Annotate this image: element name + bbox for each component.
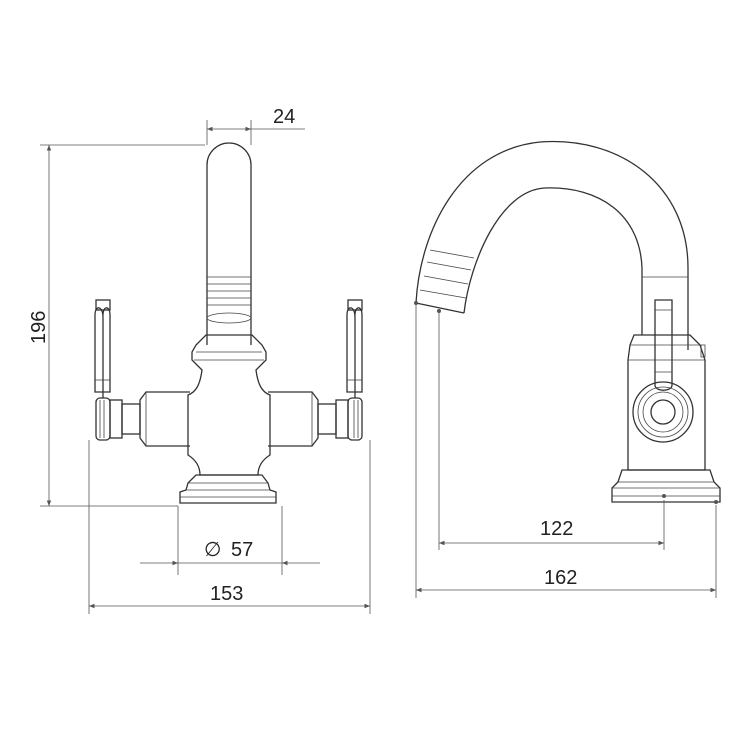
dim-base-diameter: ∅ 57 bbox=[140, 506, 320, 575]
side-base bbox=[611, 469, 721, 504]
tap-base bbox=[179, 474, 277, 504]
valve-face bbox=[632, 381, 694, 443]
gooseneck-spout bbox=[414, 140, 689, 350]
spout-column bbox=[206, 142, 252, 345]
diameter-symbol: ∅ bbox=[204, 539, 221, 561]
dim-spout-width: 24 bbox=[206, 106, 305, 145]
side-view: 122 162 bbox=[414, 140, 721, 598]
dim-label-base-diameter: 57 bbox=[231, 539, 253, 561]
svg-text:∅ 57: ∅ 57 bbox=[204, 539, 253, 561]
dim-label-overall-width: 153 bbox=[210, 583, 243, 605]
dim-label-spout-reach: 122 bbox=[540, 518, 573, 540]
side-lever bbox=[654, 299, 673, 391]
front-view: 24 196 ∅ 57 153 bbox=[28, 106, 371, 614]
dim-label-height: 196 bbox=[28, 311, 50, 344]
dim-height: 196 bbox=[28, 144, 205, 507]
dim-spout-reach: 122 bbox=[438, 313, 665, 550]
left-valve bbox=[94, 299, 190, 447]
dim-label-overall-depth: 162 bbox=[544, 567, 577, 589]
dim-label-spout-width: 24 bbox=[273, 106, 295, 128]
dim-overall-depth: 162 bbox=[415, 305, 717, 598]
tap-body bbox=[187, 334, 271, 476]
dim-overall-width: 153 bbox=[88, 440, 371, 614]
right-valve bbox=[268, 299, 363, 447]
